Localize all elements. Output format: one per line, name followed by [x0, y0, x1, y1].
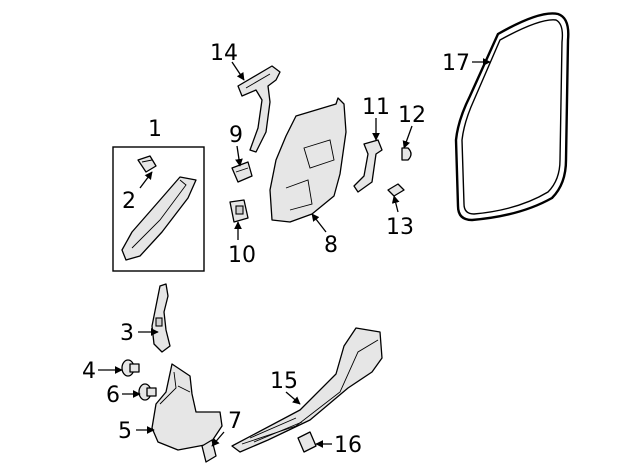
callout-13: 13	[386, 215, 414, 240]
leader-7	[211, 431, 225, 447]
part-13-clip	[387, 183, 405, 197]
part-1-pillar-trim	[121, 176, 197, 261]
callout-17: 17	[442, 51, 470, 76]
leader-2	[139, 171, 153, 189]
callout-2: 2	[122, 189, 136, 214]
part-6-push-pin	[138, 383, 157, 401]
leader-9	[235, 145, 243, 167]
leader-13	[391, 195, 400, 213]
callout-3: 3	[120, 321, 134, 346]
callout-8: 8	[324, 233, 338, 258]
part-4-push-pin	[121, 359, 140, 377]
part-1-group-box	[112, 146, 205, 272]
part-17-weatherstrip	[454, 12, 570, 222]
part-16-clip	[297, 431, 317, 453]
leader-14	[231, 61, 245, 81]
callout-1: 1	[148, 117, 162, 142]
callout-9: 9	[229, 123, 243, 148]
part-14-bracket	[237, 65, 281, 153]
part-8-pillar-panel	[269, 97, 347, 223]
part-3-trim-strip	[151, 283, 171, 353]
part-9-clip	[231, 161, 253, 183]
callout-12: 12	[398, 103, 426, 128]
part-10-clip	[229, 199, 249, 223]
leader-8	[311, 213, 327, 233]
part-2-clip	[137, 155, 157, 173]
callout-6: 6	[106, 383, 120, 408]
part-11-grab-handle	[353, 139, 383, 193]
callout-14: 14	[210, 41, 238, 66]
callout-11: 11	[362, 95, 390, 120]
leader-15	[285, 391, 301, 405]
callout-16: 16	[334, 433, 362, 458]
leader-12	[402, 125, 413, 149]
callout-15: 15	[270, 369, 298, 394]
callout-10: 10	[228, 243, 256, 268]
part-15-sill-plate	[231, 327, 383, 453]
callout-7: 7	[228, 409, 242, 434]
part-5-kick-panel	[151, 363, 223, 451]
part-12-cap	[401, 147, 412, 161]
callout-5: 5	[118, 419, 132, 444]
callout-4: 4	[82, 359, 96, 384]
